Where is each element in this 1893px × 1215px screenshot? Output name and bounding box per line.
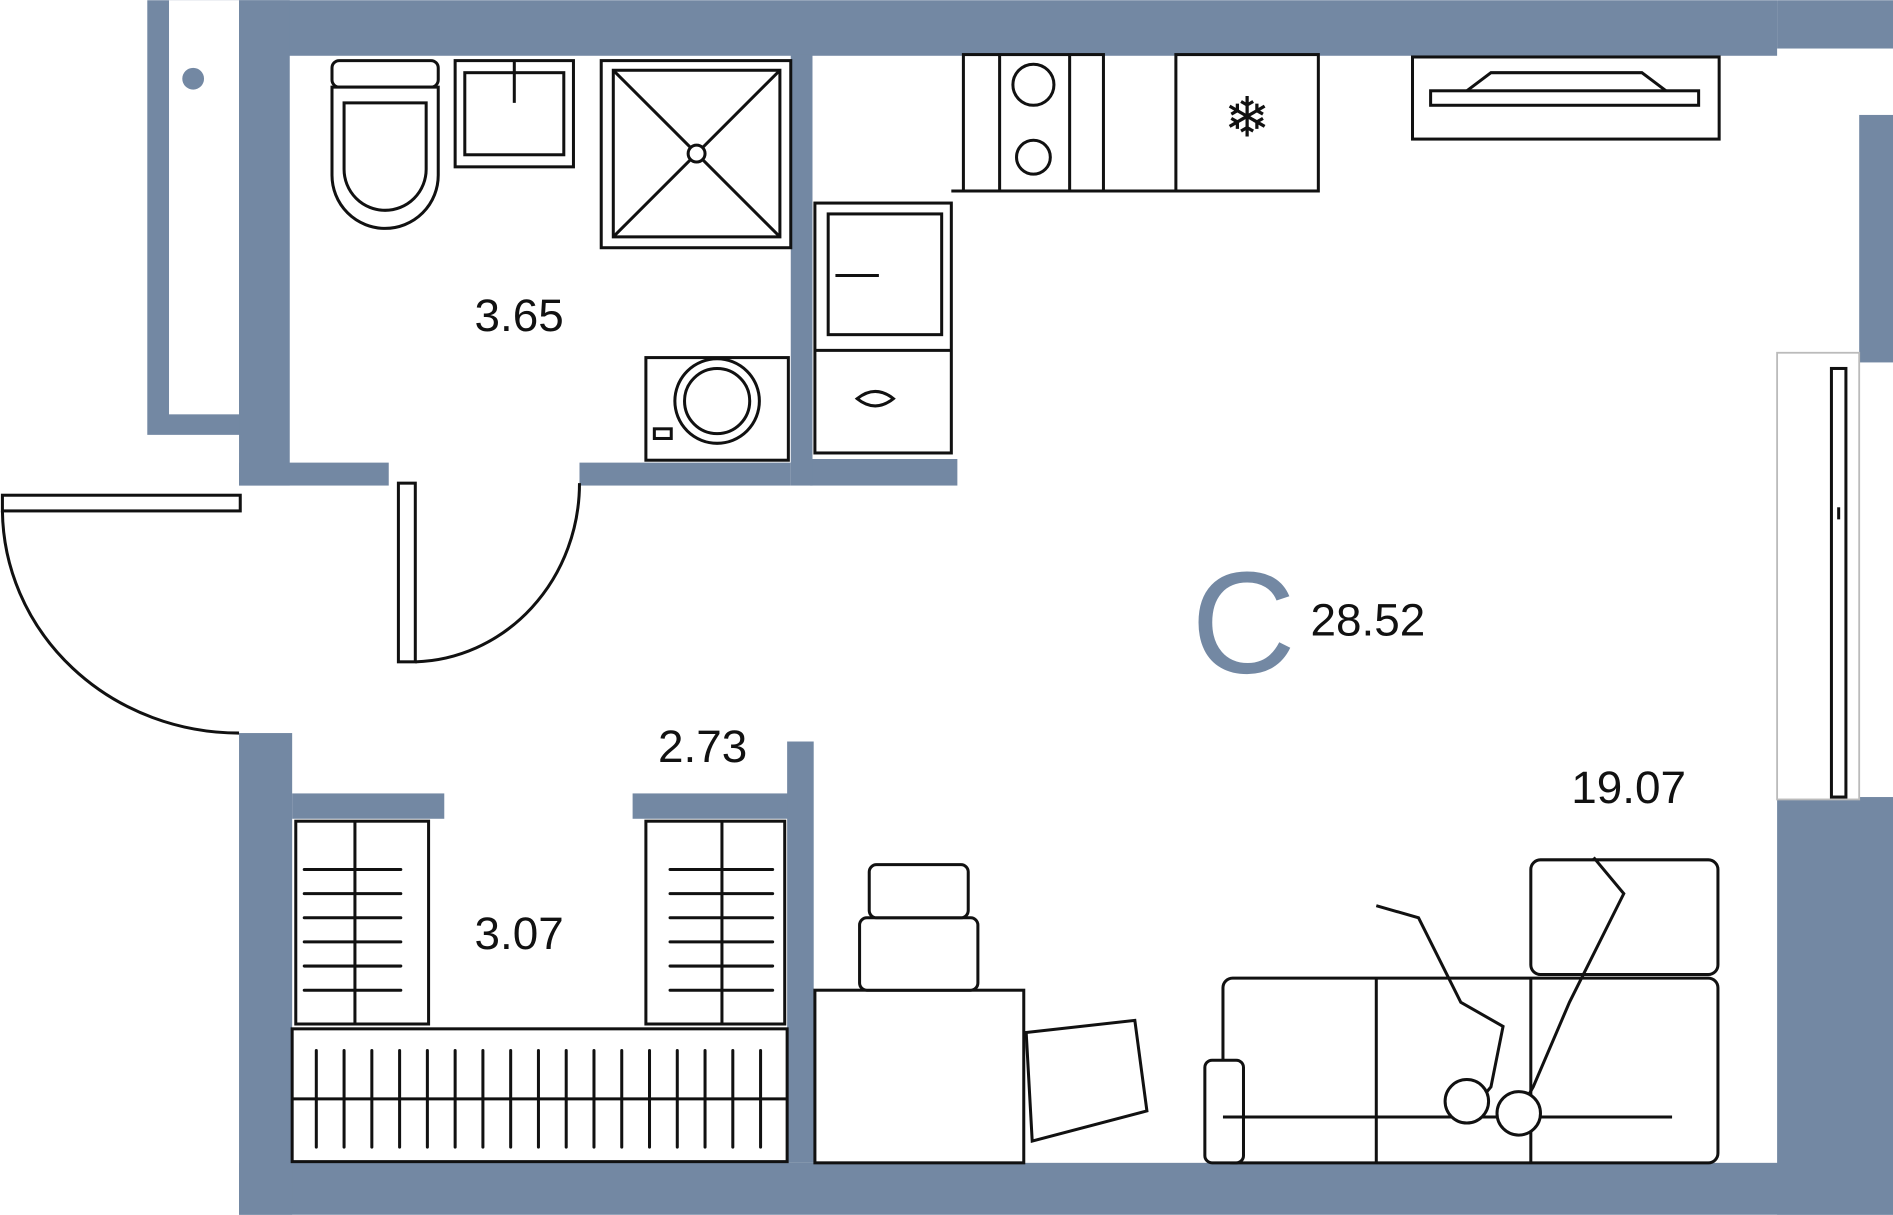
bathroom-door[interactable] (396, 481, 581, 664)
snowflake-icon: ❄ (1224, 87, 1271, 149)
bathroom-area: 3.65 (474, 289, 563, 341)
sink-icon (453, 59, 575, 169)
entrance-door[interactable] (0, 493, 242, 735)
total-area: 28.52 (1310, 593, 1425, 645)
wardrobe-racks (290, 819, 789, 1164)
wardrobe-area: 3.07 (474, 907, 563, 959)
kitchen-counter (813, 53, 1320, 455)
toilet-icon (330, 59, 440, 230)
shower-icon (599, 59, 793, 250)
hallway-area: 2.73 (658, 720, 747, 772)
tv-stand (1410, 55, 1721, 141)
desk-with-chairs (813, 863, 1149, 1165)
living-area: 19.07 (1571, 761, 1686, 813)
studio-label: С (1191, 542, 1296, 704)
window[interactable] (1776, 351, 1861, 801)
sofa (1203, 856, 1720, 1165)
shaft-dot-icon (182, 67, 205, 90)
washing-machine-icon (644, 356, 790, 462)
walls (147, 0, 1893, 1215)
